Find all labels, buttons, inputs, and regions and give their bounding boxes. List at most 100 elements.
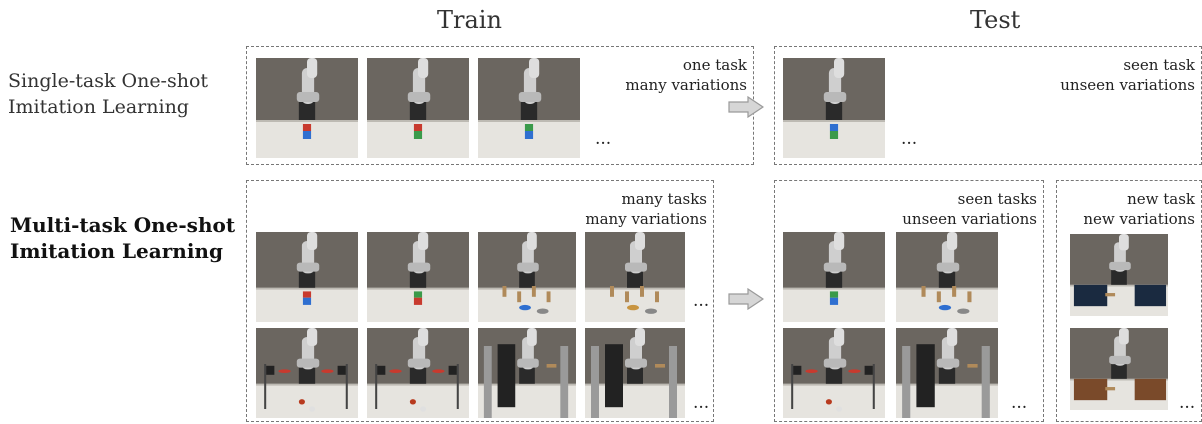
scene-table bbox=[585, 287, 685, 322]
multi-task-label-line2: Imitation Learning bbox=[10, 239, 223, 263]
box bbox=[1134, 284, 1167, 307]
robot-link bbox=[1119, 328, 1129, 345]
robot-link bbox=[834, 232, 845, 250]
robot-arm-scene-icon bbox=[896, 232, 998, 322]
robot-arm-scene-icon bbox=[367, 232, 469, 322]
pole bbox=[375, 364, 378, 409]
pole bbox=[872, 364, 875, 409]
robot-gripper bbox=[823, 92, 847, 102]
robot-link bbox=[635, 328, 645, 346]
caption-line: new variations bbox=[1083, 210, 1195, 228]
board bbox=[337, 365, 346, 375]
block bbox=[413, 131, 423, 139]
hoop bbox=[321, 369, 334, 373]
robot-gripper bbox=[625, 358, 647, 368]
robot-base bbox=[1111, 364, 1127, 379]
single-train-panel: one task many variations ... bbox=[246, 46, 754, 165]
scene-table-edge bbox=[585, 383, 685, 386]
caption-line: new task bbox=[1127, 190, 1195, 208]
robot-arm-scene-icon bbox=[783, 58, 885, 158]
ball bbox=[836, 406, 843, 412]
robot-gripper bbox=[517, 262, 539, 272]
robot-arm-scene-icon bbox=[367, 328, 469, 418]
pillar bbox=[902, 346, 911, 418]
robot-arm-scene-icon bbox=[585, 232, 685, 322]
scene-table-edge bbox=[256, 120, 358, 122]
scene-table-edge bbox=[896, 287, 998, 290]
block bbox=[829, 131, 839, 139]
ball bbox=[409, 399, 416, 405]
peg bbox=[967, 291, 972, 303]
block bbox=[829, 297, 839, 305]
multi-test-seen-caption: seen tasks unseen variations bbox=[902, 189, 1037, 229]
scene-table-edge bbox=[1070, 378, 1168, 381]
scene-table-edge bbox=[783, 287, 885, 290]
block bbox=[302, 131, 312, 139]
robot-base bbox=[1111, 270, 1127, 285]
block bbox=[524, 124, 534, 131]
hoop bbox=[278, 369, 291, 373]
scene-table bbox=[896, 383, 998, 418]
block bbox=[829, 124, 839, 131]
pole bbox=[791, 364, 794, 409]
scene-table-edge bbox=[367, 383, 469, 386]
peg bbox=[936, 291, 941, 303]
robot-base bbox=[825, 367, 843, 384]
hoop bbox=[805, 369, 818, 373]
robot-gripper bbox=[823, 358, 847, 368]
peg bbox=[531, 286, 536, 297]
robot-link bbox=[307, 232, 318, 250]
caption-line: many tasks bbox=[621, 190, 707, 208]
scene-table-edge bbox=[585, 287, 685, 290]
multi-test-new-caption: new task new variations bbox=[1083, 189, 1195, 229]
robot-gripper bbox=[407, 92, 431, 102]
pole bbox=[345, 364, 348, 409]
board bbox=[793, 365, 802, 375]
single-task-label: Single-task One-shot Imitation Learning bbox=[8, 68, 208, 120]
robot-arm-scene-icon bbox=[256, 328, 358, 418]
block bbox=[413, 124, 423, 131]
ball bbox=[298, 399, 305, 405]
box bbox=[1073, 378, 1108, 401]
door bbox=[497, 344, 516, 408]
robot-gripper bbox=[296, 358, 320, 368]
handle bbox=[655, 364, 665, 368]
ellipsis: ... bbox=[693, 291, 710, 311]
robot-base bbox=[298, 367, 316, 384]
robot-base bbox=[938, 367, 956, 384]
ball bbox=[309, 406, 316, 412]
block bbox=[302, 297, 312, 305]
robot-base bbox=[938, 271, 956, 288]
scene-table-edge bbox=[367, 120, 469, 122]
caption-line: seen task bbox=[1123, 56, 1195, 74]
box bbox=[1134, 378, 1167, 401]
caption-line: unseen variations bbox=[1060, 76, 1195, 94]
scene-table-edge bbox=[367, 287, 469, 290]
scene-table bbox=[896, 287, 998, 322]
peg bbox=[502, 286, 507, 297]
ellipsis: ... bbox=[693, 393, 710, 413]
caption-line: many variations bbox=[625, 76, 747, 94]
peg bbox=[640, 286, 644, 297]
peg bbox=[625, 291, 629, 303]
robot-arm-scene-icon bbox=[478, 328, 576, 418]
pillar bbox=[669, 346, 677, 418]
robot-base bbox=[519, 367, 535, 384]
robot-arm-scene-icon bbox=[783, 328, 885, 418]
robot-base bbox=[409, 102, 427, 120]
robot-arm-scene-icon bbox=[783, 232, 885, 322]
robot-arm-scene-icon bbox=[478, 232, 576, 322]
ellipsis: ... bbox=[595, 129, 612, 149]
single-test-panel: seen task unseen variations ... bbox=[774, 46, 1202, 165]
scene-table-edge bbox=[1070, 284, 1168, 287]
board bbox=[377, 365, 386, 375]
scene-table-edge bbox=[783, 120, 885, 122]
single-test-caption: seen task unseen variations bbox=[1060, 55, 1195, 95]
robot-base bbox=[298, 102, 316, 120]
peg bbox=[952, 286, 957, 297]
robot-gripper bbox=[823, 262, 847, 272]
test-header: Test bbox=[970, 6, 1021, 34]
robot-link bbox=[947, 232, 958, 250]
robot-link bbox=[418, 58, 429, 78]
handle bbox=[967, 364, 978, 368]
